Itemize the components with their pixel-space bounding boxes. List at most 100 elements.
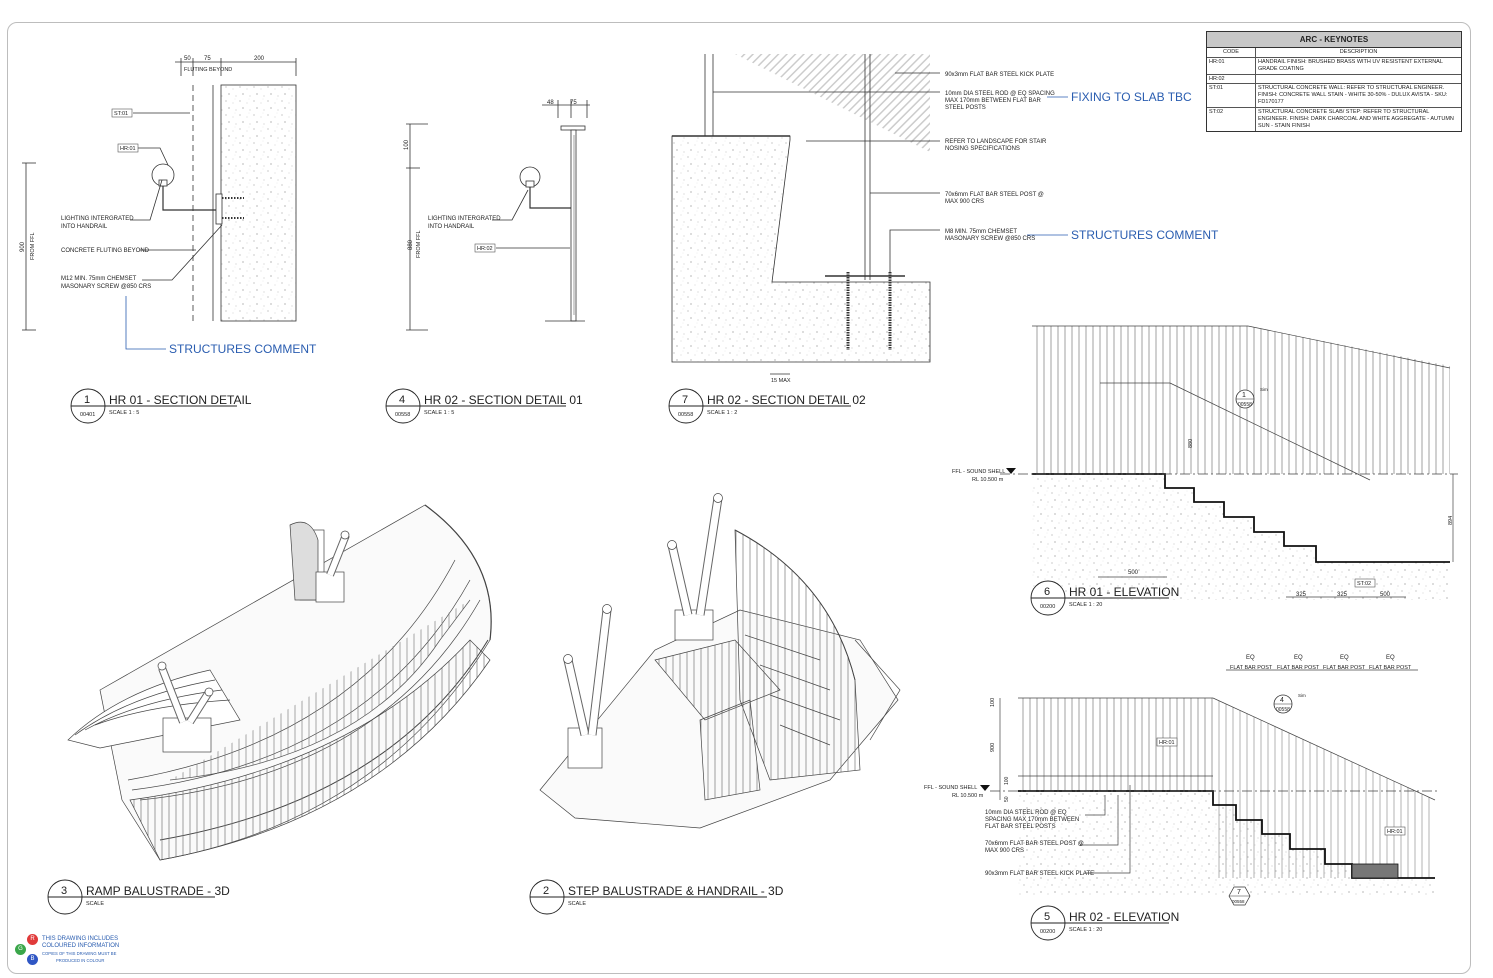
e5-dim-100-bot: 100 bbox=[1004, 776, 1010, 785]
s1-dim-50: 50 bbox=[184, 56, 191, 62]
s7-post-2: MAX 900 CRS bbox=[945, 199, 984, 205]
s7-kick-plate: 90x3mm FLAT BAR STEEL KICK PLATE bbox=[945, 72, 1054, 78]
s1-dim-200: 200 bbox=[254, 56, 265, 62]
s1-height-ref: FROM FFL bbox=[30, 233, 36, 261]
e5-ffl: FFL - SOUND SHELL bbox=[924, 785, 977, 791]
s7-rod-1: 10mm DIA STEEL ROD @ EQ SPACING bbox=[945, 91, 1055, 97]
e5-rod-2: SPACING MAX 170mm BETWEEN bbox=[985, 817, 1079, 823]
s1-structures-comment: STRUCTURES COMMENT bbox=[169, 342, 317, 356]
e5-post-note-1: 70x6mm FLAT BAR STEEL POST @ bbox=[985, 841, 1084, 847]
v2-scale: SCALE bbox=[568, 901, 586, 907]
legend-green-dot: G bbox=[15, 944, 26, 955]
section-detail-4 bbox=[406, 100, 590, 331]
v5-ref: 00200 bbox=[1040, 929, 1055, 935]
s7-fixing-comment: FIXING TO SLAB TBC bbox=[1071, 90, 1192, 104]
elevation-6 bbox=[1000, 325, 1458, 600]
v5-title: HR 02 - ELEVATION bbox=[1069, 910, 1179, 924]
e5-post-2: FLAT BAR POST bbox=[1277, 665, 1320, 671]
s7-rod-3: STEEL POSTS bbox=[945, 105, 986, 111]
keynote-code: HR:02 bbox=[1207, 75, 1256, 83]
e5-post-4: FLAT BAR POST bbox=[1369, 665, 1412, 671]
keynote-code: ST:01 bbox=[1207, 84, 1256, 107]
v7-scale: SCALE 1 : 2 bbox=[707, 410, 737, 416]
v6-ref: 00200 bbox=[1040, 604, 1055, 610]
e5-dim-900: 900 bbox=[990, 743, 996, 752]
e5-eq-4: EQ bbox=[1386, 655, 1395, 661]
v1-title: HR 01 - SECTION DETAIL bbox=[109, 393, 252, 407]
v6-title: HR 01 - ELEVATION bbox=[1069, 585, 1179, 599]
e5-tag-ref: 00558 bbox=[1276, 707, 1290, 713]
s7-nosing-1: REFER TO LANDSCAPE FOR STAIR bbox=[945, 139, 1047, 145]
s4-dim-75: 75 bbox=[570, 100, 577, 106]
e6-tag-sim: Sim bbox=[1260, 387, 1268, 392]
colour-legend: R G B THIS DRAWING INCLUDES COLOURED INF… bbox=[14, 934, 124, 966]
s1-lighting-2: INTO HANDRAIL bbox=[61, 224, 108, 230]
s1-tag-hr01: HR:01 bbox=[120, 146, 136, 152]
section-detail-1 bbox=[22, 58, 297, 350]
legend-blue-dot: B bbox=[27, 954, 38, 965]
e5-hex-ref: 00558 bbox=[1232, 899, 1245, 904]
e6-level-marker bbox=[1006, 468, 1016, 474]
v1-scale: SCALE 1 : 5 bbox=[109, 410, 139, 416]
keynote-desc bbox=[1256, 75, 1461, 83]
step-balustrade-3d bbox=[539, 493, 901, 829]
v4-scale: SCALE 1 : 5 bbox=[424, 410, 454, 416]
e6-tag-st02: ST:02 bbox=[1357, 581, 1371, 587]
e5-tag-sim: Sim bbox=[1298, 693, 1306, 698]
v6-scale: SCALE 1 : 20 bbox=[1069, 602, 1102, 608]
s7-screw-2: MASONARY SCREW @850 CRS bbox=[945, 236, 1035, 242]
e6-ffl: FFL - SOUND SHELL bbox=[952, 469, 1005, 475]
s1-screw-2: MASONARY SCREW @850 CRS bbox=[61, 284, 151, 290]
v7-num: 7 bbox=[682, 394, 688, 406]
s7-structures-comment: STRUCTURES COMMENT bbox=[1071, 228, 1219, 242]
e5-rod-3: FLAT BAR STEEL POSTS bbox=[985, 824, 1056, 830]
v3-num: 3 bbox=[61, 885, 67, 897]
v2-num: 2 bbox=[543, 885, 549, 897]
s7-rod-2: MAX 170mm BETWEEN FLAT BAR bbox=[945, 98, 1041, 104]
table-row: HR:02 bbox=[1207, 75, 1461, 84]
keynotes-col-code: CODE bbox=[1207, 48, 1256, 57]
e5-tag-hr01-b: HR:01 bbox=[1387, 829, 1403, 835]
s7-max-dim: 15 MAX bbox=[771, 378, 791, 384]
e6-tag-ref: 00558 bbox=[1238, 402, 1252, 408]
e5-dim-50: 50 bbox=[1004, 796, 1010, 802]
s1-lighting-1: LIGHTING INTERGRATED bbox=[61, 216, 134, 222]
s4-tag-hr02: HR:02 bbox=[477, 246, 493, 252]
e6-rl: RL 10.500 m bbox=[972, 477, 1004, 483]
e5-tag-num: 4 bbox=[1280, 697, 1284, 704]
s1-screw-1: M12 MIN. 75mm CHEMSET bbox=[61, 276, 137, 282]
e5-level-marker bbox=[980, 785, 990, 791]
e5-kick-plate bbox=[1351, 863, 1399, 879]
legend-line-1: THIS DRAWING INCLUDES bbox=[42, 936, 119, 942]
legend-red-dot: R bbox=[27, 934, 38, 945]
v4-ref: 00558 bbox=[395, 412, 410, 418]
s4-lighting-1: LIGHTING INTERGRATED bbox=[428, 216, 501, 222]
e5-hex-num: 7 bbox=[1237, 889, 1241, 896]
e5-tag-hr01-a: HR:01 bbox=[1159, 740, 1175, 746]
e6-bdim-3: 500 bbox=[1380, 592, 1391, 598]
e5-eq-2: EQ bbox=[1294, 655, 1303, 661]
e5-eq-3: EQ bbox=[1340, 655, 1349, 661]
e5-post-3: FLAT BAR POST bbox=[1323, 665, 1366, 671]
s7-nosing-2: NOSING SPECIFICATIONS bbox=[945, 146, 1020, 152]
e5-post-1: FLAT BAR POST bbox=[1230, 665, 1273, 671]
elevation-5 bbox=[990, 669, 1440, 895]
e6-bdim-1: 325 bbox=[1296, 592, 1307, 598]
v5-num: 5 bbox=[1044, 911, 1050, 923]
v3-title: RAMP BALUSTRADE - 3D bbox=[86, 884, 230, 898]
e5-rod-1: 10mm DIA STEEL ROD @ EQ bbox=[985, 810, 1067, 816]
v4-title: HR 02 - SECTION DETAIL 01 bbox=[424, 393, 583, 407]
e6-bdim-2: 325 bbox=[1337, 592, 1348, 598]
v7-title: HR 02 - SECTION DETAIL 02 bbox=[707, 393, 866, 407]
section-detail-7 bbox=[671, 54, 1068, 375]
s7-post-1: 70x6mm FLAT BAR STEEL POST @ bbox=[945, 192, 1044, 198]
table-row: ST:02 STRUCTURAL CONCRETE SLAB/ STEP: RE… bbox=[1207, 108, 1461, 131]
keynotes-title: ARC - KEYNOTES bbox=[1207, 32, 1461, 48]
ramp-balustrade-3d bbox=[67, 504, 492, 861]
e6-height: 880 bbox=[1188, 439, 1194, 448]
v3-scale: SCALE bbox=[86, 901, 104, 907]
legend-text: THIS DRAWING INCLUDES COLOURED INFORMATI… bbox=[42, 936, 119, 964]
keynote-code: HR:01 bbox=[1207, 58, 1256, 74]
e5-rl: RL 10.500 m bbox=[952, 793, 984, 799]
e5-post-note-2: MAX 900 CRS bbox=[985, 848, 1024, 854]
